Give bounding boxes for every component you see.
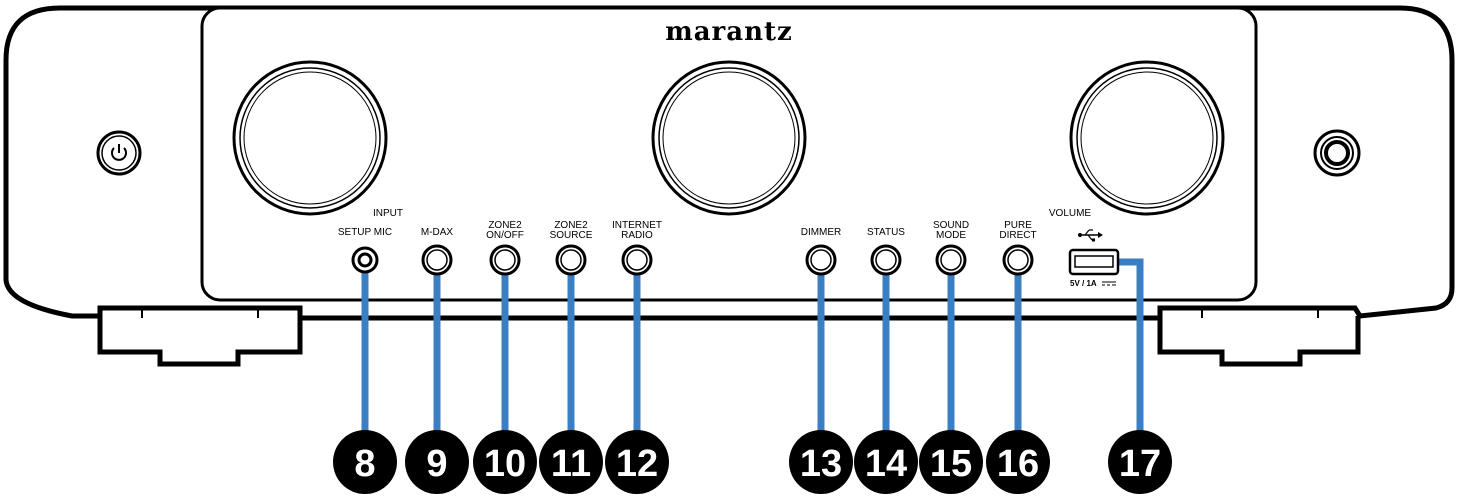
callout-badge bbox=[333, 430, 397, 494]
usb-icon bbox=[1078, 229, 1103, 242]
control-14: STATUS 14 bbox=[854, 227, 918, 494]
callout-number: 16 bbox=[997, 443, 1039, 485]
callout-number: 15 bbox=[930, 443, 972, 485]
usb-port[interactable] bbox=[1068, 248, 1120, 276]
panel-button-13[interactable] bbox=[805, 244, 837, 276]
power-icon bbox=[111, 144, 127, 161]
control-label-line: SETUP MIC bbox=[338, 227, 392, 238]
control-label-line: STATUS bbox=[867, 227, 905, 238]
control-label-line: M-DAX bbox=[421, 227, 454, 238]
control-label-line: ZONE2 bbox=[554, 220, 588, 231]
volume-knob[interactable] bbox=[1069, 60, 1225, 216]
callout-badge bbox=[473, 430, 537, 494]
control-label-line: INTERNET bbox=[612, 220, 662, 231]
callout-number: 8 bbox=[354, 443, 375, 485]
center-knob[interactable] bbox=[651, 60, 807, 216]
control-label-line: SOUND bbox=[933, 220, 969, 231]
callout-badge bbox=[605, 430, 669, 494]
control-label-line: ON/OFF bbox=[486, 230, 524, 241]
control-label-line: PURE bbox=[1004, 220, 1032, 231]
dc-symbol-icon bbox=[1102, 281, 1116, 286]
panel-button-12[interactable] bbox=[621, 244, 653, 276]
panel-button-16[interactable] bbox=[1002, 244, 1034, 276]
callout-number: 12 bbox=[616, 443, 658, 485]
control-17: 17 bbox=[1068, 248, 1172, 494]
control-label-line: RADIO bbox=[621, 230, 653, 241]
leader-line bbox=[1118, 258, 1144, 442]
volume-knob-label: VOLUME bbox=[1049, 208, 1092, 219]
right-foot bbox=[1157, 316, 1361, 367]
control-13: DIMMER 13 bbox=[789, 227, 853, 494]
callout-number: 17 bbox=[1119, 443, 1161, 485]
callout-badge bbox=[405, 430, 469, 494]
headphone-jack[interactable] bbox=[1313, 129, 1361, 177]
callout-number: 13 bbox=[800, 443, 842, 485]
callout-number: 9 bbox=[426, 443, 447, 485]
left-foot bbox=[97, 316, 303, 367]
callout-badge bbox=[789, 430, 853, 494]
callout-badge bbox=[919, 430, 983, 494]
control-label-line: DIMMER bbox=[801, 227, 842, 238]
callout-badge bbox=[1108, 430, 1172, 494]
callout-badge bbox=[986, 430, 1050, 494]
control-label-line: ZONE2 bbox=[488, 220, 522, 231]
callout-number: 10 bbox=[484, 443, 526, 485]
power-button[interactable] bbox=[96, 130, 142, 176]
panel-button-10[interactable] bbox=[489, 244, 521, 276]
brand-logo: marantz bbox=[665, 17, 793, 47]
panel-button-11[interactable] bbox=[555, 244, 587, 276]
control-label-line: DIRECT bbox=[999, 230, 1036, 241]
callout-badge bbox=[539, 430, 603, 494]
panel-button-14[interactable] bbox=[870, 244, 902, 276]
usb-rating-label: 5V / 1A bbox=[1070, 279, 1097, 288]
callout-number: 11 bbox=[551, 443, 591, 485]
control-label-line: MODE bbox=[936, 230, 966, 241]
input-knob-label: INPUT bbox=[373, 208, 403, 219]
callout-badge bbox=[854, 430, 918, 494]
control-9: M-DAX 9 bbox=[405, 227, 469, 494]
callout-number: 14 bbox=[865, 443, 907, 485]
panel-button-15[interactable] bbox=[935, 244, 967, 276]
input-knob[interactable] bbox=[232, 60, 388, 216]
setup-mic-jack[interactable] bbox=[351, 246, 379, 274]
control-8: SETUP MIC 8 bbox=[333, 227, 397, 494]
control-label-line: SOURCE bbox=[550, 230, 593, 241]
controls-layer: SETUP MIC8M-DAX9ZONE2ON/OFF10ZONE2SOURCE… bbox=[333, 220, 1172, 494]
panel-button-9[interactable] bbox=[421, 244, 453, 276]
